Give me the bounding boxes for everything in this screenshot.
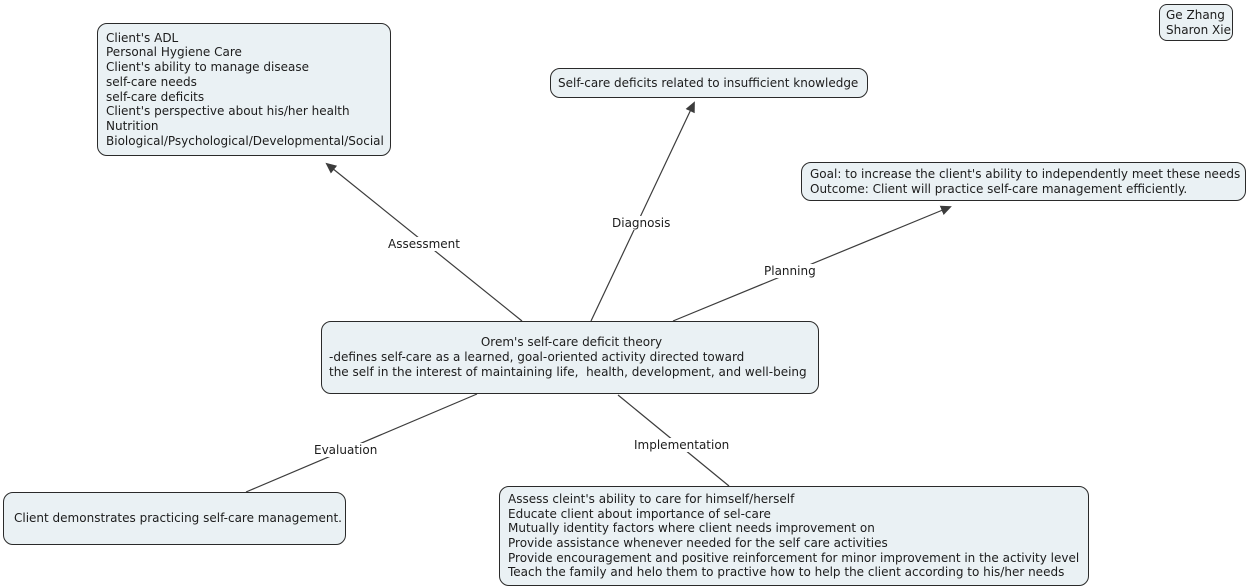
node-title-line: Orem's self-care deficit theory <box>480 335 663 350</box>
node-text-line: Client demonstrates practicing self-care… <box>14 511 342 526</box>
node-text-line: Client's ability to manage disease <box>106 60 309 75</box>
node-authors[interactable]: Ge Zhang Sharon Xie <box>1159 4 1233 41</box>
node-text-line: Assess cleint's ability to care for hims… <box>508 491 795 506</box>
link-label-planning[interactable]: Planning <box>762 264 818 278</box>
link-label-assessment[interactable]: Assessment <box>386 237 462 251</box>
node-text-line: Client's ADL <box>106 30 179 45</box>
node-text-line: -defines self-care as a learned, goal-or… <box>329 350 745 365</box>
node-evaluation-outcome[interactable]: Client demonstrates practicing self-care… <box>3 492 346 545</box>
node-text-line: Self-care deficits related to insufficie… <box>558 75 859 90</box>
node-text-line: Mutually identity factors where client n… <box>508 521 875 536</box>
node-text-line: Provide assistance whenever needed for t… <box>508 536 888 550</box>
node-central-theory[interactable]: Orem's self-care deficit theory -defines… <box>321 321 819 394</box>
node-text-line: self-care deficits <box>106 89 205 104</box>
node-diagnosis-statement[interactable]: Self-care deficits related to insufficie… <box>550 68 868 98</box>
node-text-line: Teach the family and helo them to practi… <box>508 565 1065 580</box>
node-text-line: self-care needs <box>106 74 197 89</box>
node-text-line: Personal Hygiene Care <box>106 45 242 60</box>
node-text-line: Educate client about importance of sel-c… <box>508 506 771 521</box>
node-implementation-actions[interactable]: Assess cleint's ability to care for hims… <box>499 486 1089 586</box>
node-text-line: Goal: to increase the client's ability t… <box>810 166 1241 181</box>
link-line-diagnosis[interactable] <box>590 101 695 322</box>
link-label-evaluation[interactable]: Evaluation <box>312 443 380 457</box>
node-text-line: Client's perspective about his/her healt… <box>106 104 350 119</box>
node-text-line: Outcome: Client will practice self-care … <box>810 181 1188 196</box>
node-text-line: the self in the interest of maintaining … <box>329 364 807 379</box>
author-name: Ge Zhang <box>1166 7 1225 22</box>
node-text-line: Biological/Psychological/Developmental/S… <box>106 133 384 148</box>
node-planning-goal[interactable]: Goal: to increase the client's ability t… <box>801 162 1246 201</box>
node-text-line: Provide encouragement and positive reinf… <box>508 550 1080 565</box>
node-assessment-findings[interactable]: Client's ADL Personal Hygiene Care Clien… <box>97 23 391 156</box>
author-name: Sharon Xie <box>1166 22 1231 37</box>
link-label-implementation[interactable]: Implementation <box>632 438 732 452</box>
link-label-diagnosis[interactable]: Diagnosis <box>610 216 673 230</box>
node-text-line: Nutrition <box>106 118 159 133</box>
